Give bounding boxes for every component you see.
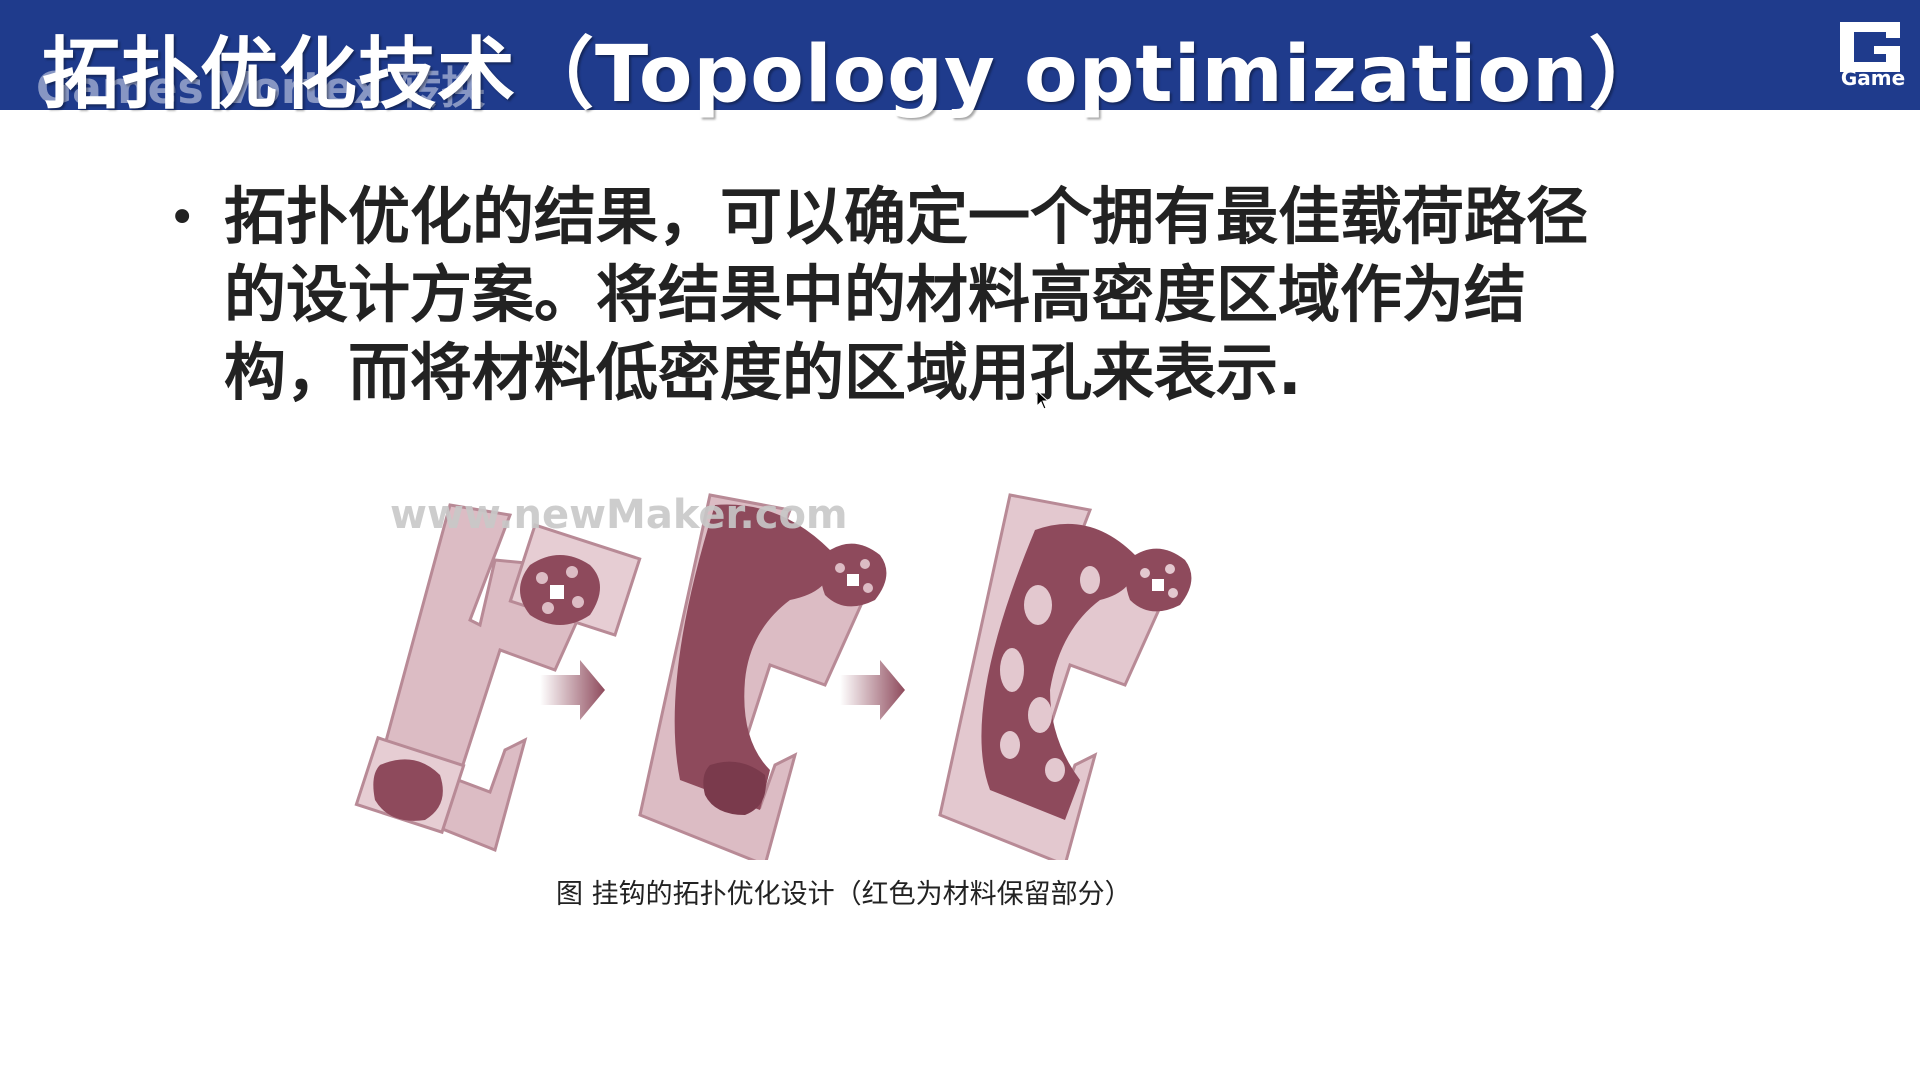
- figure-watermark: www.newMaker.com: [390, 492, 848, 538]
- bullet-text: 拓扑优化的结果，可以确定一个拥有最佳载荷路径的设计方案。将结果中的材料高密度区域…: [224, 180, 1589, 409]
- initial-design-domain: [354, 503, 642, 853]
- arrow-2-icon: [840, 660, 905, 720]
- mouse-cursor-icon: [1036, 390, 1050, 410]
- optimized-design: [938, 493, 1192, 860]
- intermediate-design: [638, 493, 887, 860]
- arrow-1-icon: [540, 660, 605, 720]
- title-bar: [0, 0, 1920, 110]
- overlay-watermark-text: Games Vortex 转换: [36, 63, 486, 114]
- figure-caption: 图 挂钩的拓扑优化设计（红色为材料保留部分）: [556, 879, 1132, 910]
- game-logo-icon: [1840, 22, 1900, 72]
- logo-text: Game: [1840, 66, 1906, 90]
- bullet-icon: •: [168, 190, 197, 246]
- topology-figure: [354, 493, 1192, 860]
- slide-title: 拓扑优化技术（Topology optimization）: [42, 30, 1668, 120]
